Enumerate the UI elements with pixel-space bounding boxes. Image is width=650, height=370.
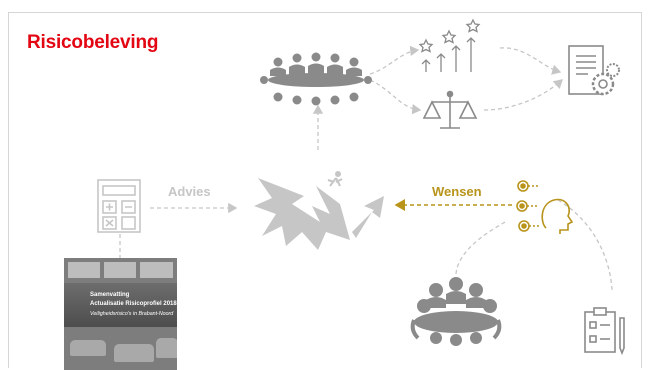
connector-audience-to-person bbox=[455, 221, 506, 275]
cover-car bbox=[156, 338, 177, 358]
slide-title: Risicobeleving bbox=[27, 32, 159, 53]
thinking-person-icon bbox=[516, 180, 574, 234]
report-cover: Samenvatting Actualisatie Risicoprofiel … bbox=[64, 258, 177, 370]
connector-person-to-clipboard bbox=[557, 199, 613, 291]
document-gear-icon bbox=[568, 45, 620, 96]
balance-scale-icon bbox=[422, 90, 478, 129]
wensen-label: Wensen bbox=[432, 184, 482, 199]
crisis-explosion-icon bbox=[254, 171, 384, 250]
calculator-icon bbox=[97, 179, 141, 233]
cover-photo bbox=[104, 262, 136, 278]
meeting-table-icon bbox=[260, 52, 372, 106]
clipboard-icon bbox=[584, 307, 625, 356]
cover-title-line2: Actualisatie Risicoprofiel 2018 bbox=[90, 301, 177, 307]
connector-meeting-to-stars bbox=[369, 45, 420, 75]
connector-scale-to-document bbox=[483, 79, 563, 111]
cover-subtitle: Veiligheidsrisico's in Brabant-Noord bbox=[90, 311, 174, 317]
cover-photo bbox=[140, 262, 173, 278]
cover-photo bbox=[68, 262, 100, 278]
cover-car bbox=[114, 344, 154, 362]
rising-stars-icon bbox=[418, 18, 481, 72]
advies-label: Advies bbox=[168, 184, 211, 199]
connector-meeting-to-scale bbox=[369, 79, 422, 115]
audience-icon bbox=[410, 277, 502, 346]
connector-lines bbox=[119, 45, 613, 291]
cover-title-line1: Samenvatting bbox=[90, 292, 130, 298]
cover-title-band bbox=[64, 283, 177, 327]
connector-stars-to-document bbox=[499, 47, 562, 75]
cover-car bbox=[70, 340, 106, 356]
slide-frame bbox=[8, 12, 642, 368]
